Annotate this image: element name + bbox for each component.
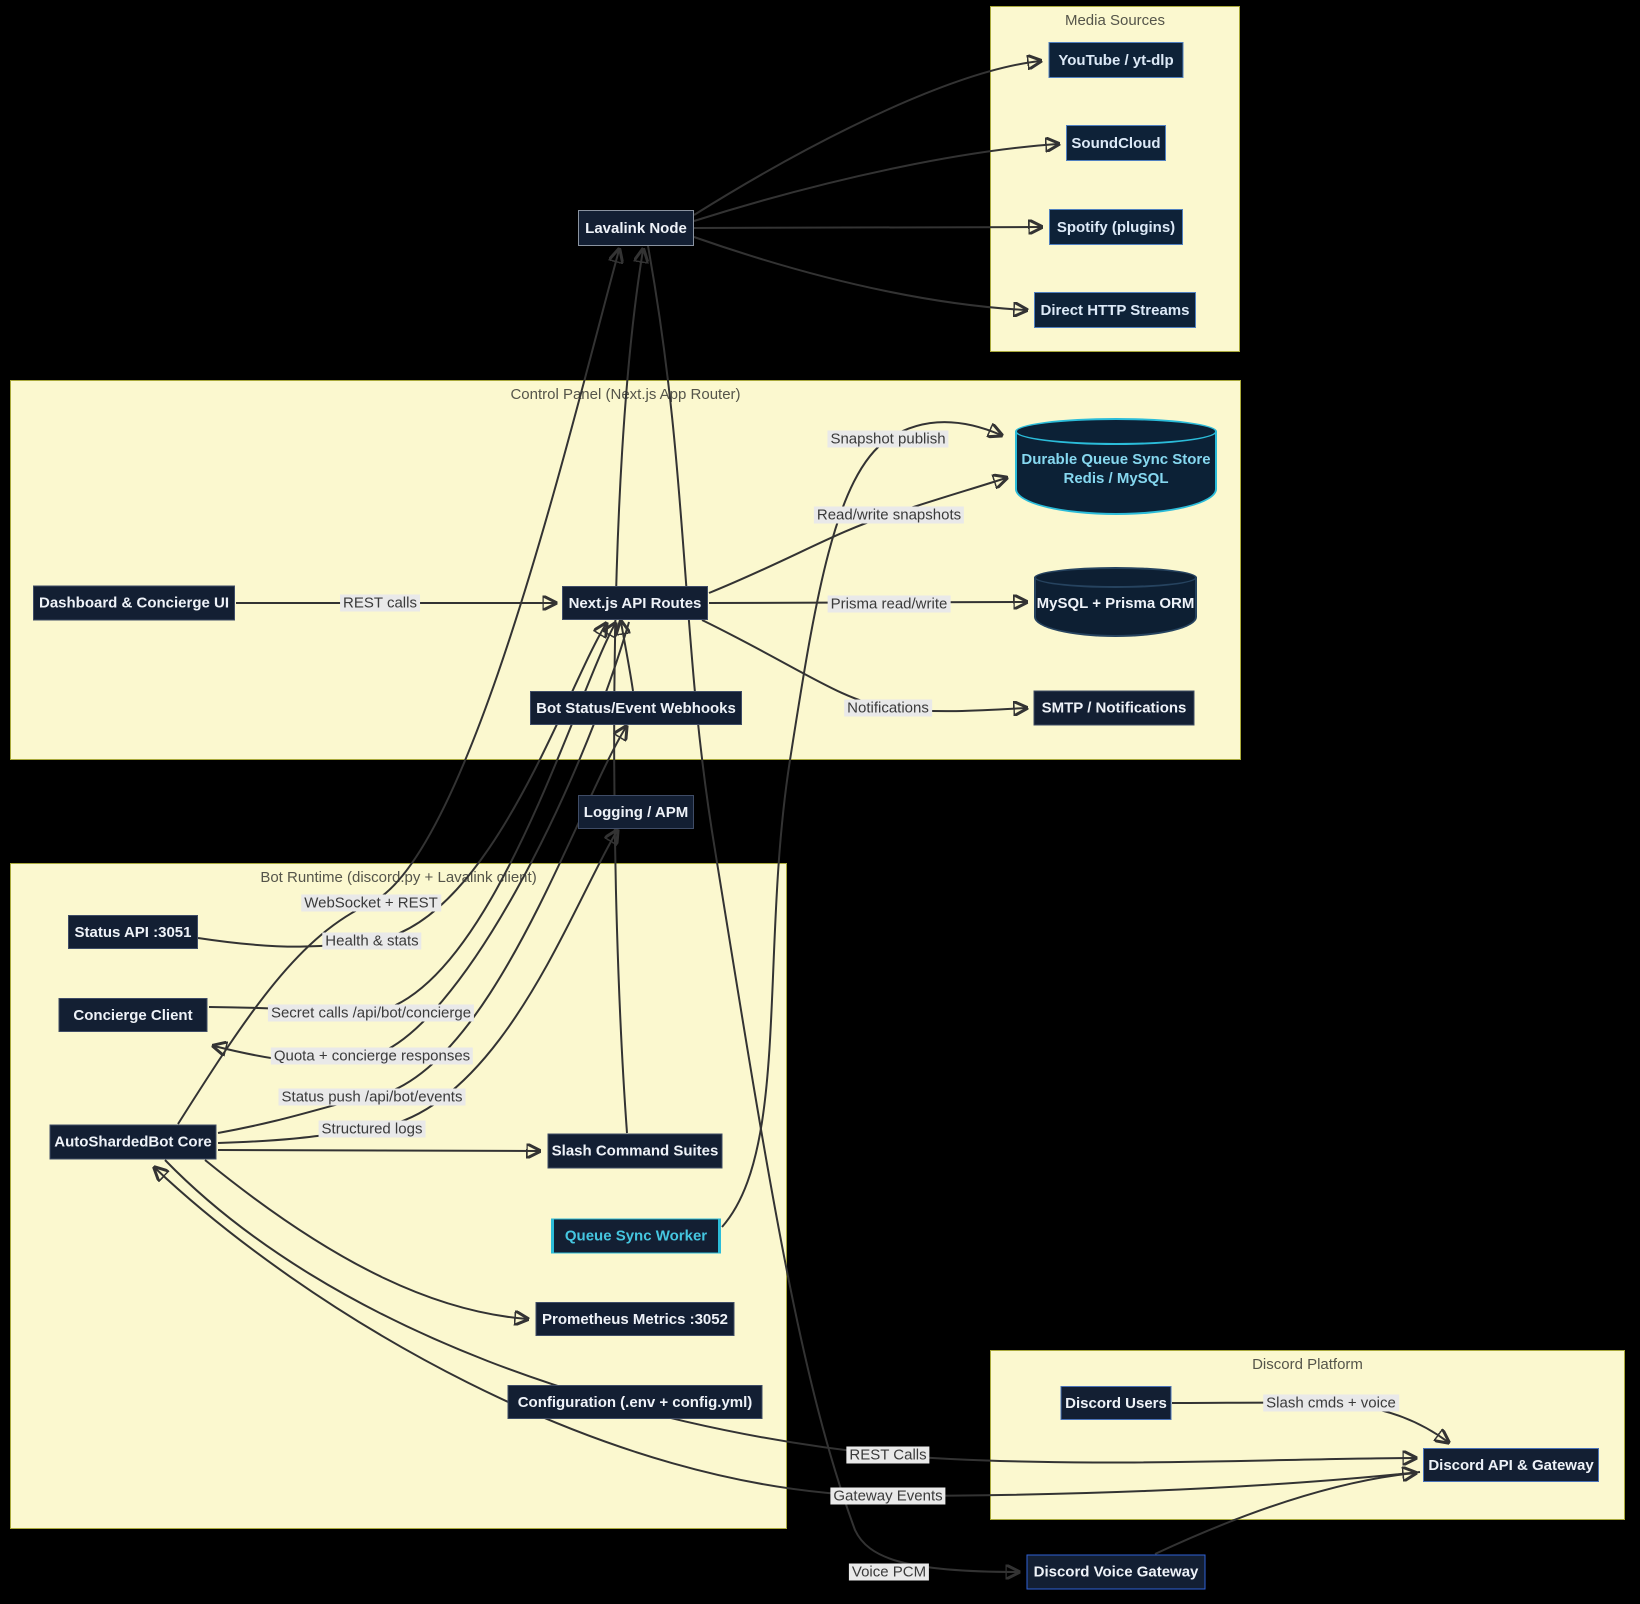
node-mysql-prisma: MySQL + Prisma ORM <box>1034 567 1197 637</box>
queue-store-body <box>1015 431 1217 515</box>
edge-lavalink-soundcloud <box>693 144 1058 222</box>
node-logging-apm: Logging / APM <box>578 795 694 829</box>
edge-label-slash-cmds-voice: Slash cmds + voice <box>1263 1394 1399 1412</box>
node-discord-api-gateway: Discord API & Gateway <box>1423 1448 1599 1482</box>
edge-lavalink-spotify <box>693 227 1041 228</box>
node-queue-sync-worker: Queue Sync Worker <box>551 1218 721 1254</box>
edge-voice-gateway <box>1154 1473 1415 1555</box>
node-lavalink-label: Lavalink Node <box>585 219 687 237</box>
edge-label-status-push: Status push /api/bot/events <box>278 1088 466 1106</box>
node-autoshardedbot-core: AutoShardedBot Core <box>49 1124 217 1160</box>
node-concierge-client: Concierge Client <box>58 998 208 1032</box>
edge-label-rest-calls-discord: REST Calls <box>846 1446 930 1464</box>
node-prometheus-metrics: Prometheus Metrics :3052 <box>535 1302 735 1336</box>
edge-lavalink-youtube <box>693 61 1040 216</box>
edge-label-rw-snapshots: Read/write snapshots <box>813 506 965 524</box>
node-lavalink: Lavalink Node <box>578 210 694 246</box>
node-slash-command-suites-label: Slash Command Suites <box>551 1142 719 1160</box>
node-webhooks: Bot Status/Event Webhooks <box>530 691 742 725</box>
edge-label-quota-responses: Quota + concierge responses <box>270 1047 474 1065</box>
node-autoshardedbot-core-label: AutoShardedBot Core <box>54 1133 212 1151</box>
queue-store-top-ellipse <box>1015 418 1217 445</box>
node-dashboard-label: Dashboard & Concierge UI <box>38 594 230 612</box>
node-configuration-label: Configuration (.env + config.yml) <box>517 1393 753 1411</box>
node-queue-sync-worker-label: Queue Sync Worker <box>564 1227 708 1245</box>
edge-gateway-core <box>155 1168 1421 1498</box>
node-direct-http-streams: Direct HTTP Streams <box>1034 292 1196 328</box>
edge-label-gateway-events: Gateway Events <box>830 1487 946 1505</box>
node-configuration: Configuration (.env + config.yml) <box>507 1385 763 1419</box>
edge-slash-lavalink <box>613 250 643 1134</box>
edge-core-logging <box>217 831 617 1144</box>
node-discord-users-label: Discord Users <box>1065 1394 1167 1412</box>
node-spotify: Spotify (plugins) <box>1049 209 1183 245</box>
node-status-api: Status API :3051 <box>68 915 198 949</box>
edge-api-queuestore <box>708 478 1006 594</box>
edge-core-prometheus <box>204 1159 527 1319</box>
edge-label-rest-calls: REST calls <box>340 594 420 612</box>
node-discord-api-gateway-label: Discord API & Gateway <box>1428 1456 1594 1474</box>
node-prometheus-metrics-label: Prometheus Metrics :3052 <box>542 1310 728 1328</box>
node-discord-voice-gateway-label: Discord Voice Gateway <box>1033 1563 1199 1581</box>
node-dashboard: Dashboard & Concierge UI <box>33 585 235 621</box>
node-discord-voice-gateway: Discord Voice Gateway <box>1026 1554 1206 1590</box>
node-spotify-label: Spotify (plugins) <box>1056 218 1176 236</box>
edge-label-secret-calls: Secret calls /api/bot/concierge <box>267 1004 475 1022</box>
node-soundcloud: SoundCloud <box>1066 125 1166 161</box>
mysql-label: MySQL + Prisma ORM <box>1034 594 1197 613</box>
node-soundcloud-label: SoundCloud <box>1071 134 1161 152</box>
edge-label-prisma-rw: Prisma read/write <box>827 595 951 613</box>
node-status-api-label: Status API :3051 <box>74 923 192 941</box>
edge-label-websocket-rest: WebSocket + REST <box>301 894 441 912</box>
queue-store-label-line2: Redis / MySQL <box>1063 470 1169 487</box>
edge-lavalink-http <box>693 236 1026 310</box>
edge-lavalink-voice <box>647 245 1018 1572</box>
node-slash-command-suites: Slash Command Suites <box>547 1133 723 1169</box>
node-discord-users: Discord Users <box>1060 1386 1172 1420</box>
edge-core-slash <box>217 1150 539 1151</box>
edge-api-concierge <box>214 621 630 1064</box>
mysql-label-text: MySQL + Prisma ORM <box>1036 595 1195 612</box>
node-api-routes-label: Next.js API Routes <box>568 594 702 612</box>
node-smtp: SMTP / Notifications <box>1033 690 1195 726</box>
edge-label-voice-pcm: Voice PCM <box>848 1563 930 1581</box>
queue-store-label-line1: Durable Queue Sync Store <box>1021 451 1211 468</box>
node-concierge-client-label: Concierge Client <box>73 1006 193 1024</box>
edge-label-notifications: Notifications <box>844 699 932 717</box>
edge-label-snapshot-publish: Snapshot publish <box>827 430 949 448</box>
node-webhooks-label: Bot Status/Event Webhooks <box>536 699 736 717</box>
edge-label-structured-logs: Structured logs <box>318 1120 426 1138</box>
node-youtube-label: YouTube / yt-dlp <box>1058 51 1174 69</box>
node-direct-http-streams-label: Direct HTTP Streams <box>1040 301 1190 319</box>
edge-core-lavalink <box>177 250 619 1125</box>
queue-store-label: Durable Queue Sync Store Redis / MySQL <box>1015 450 1217 488</box>
node-smtp-label: SMTP / Notifications <box>1041 699 1187 717</box>
node-logging-apm-label: Logging / APM <box>583 803 689 821</box>
edge-queueworker-queuestore <box>721 421 1001 1228</box>
edge-core-gateway <box>164 1159 1415 1463</box>
edge-webhooks-api <box>621 622 634 692</box>
mysql-top-ellipse <box>1034 567 1197 588</box>
node-api-routes: Next.js API Routes <box>562 586 708 620</box>
node-youtube: YouTube / yt-dlp <box>1048 42 1184 78</box>
edge-api-smtp <box>701 619 1026 711</box>
edge-label-health-stats: Health & stats <box>322 932 422 950</box>
node-queue-sync-store: Durable Queue Sync Store Redis / MySQL <box>1015 418 1217 515</box>
